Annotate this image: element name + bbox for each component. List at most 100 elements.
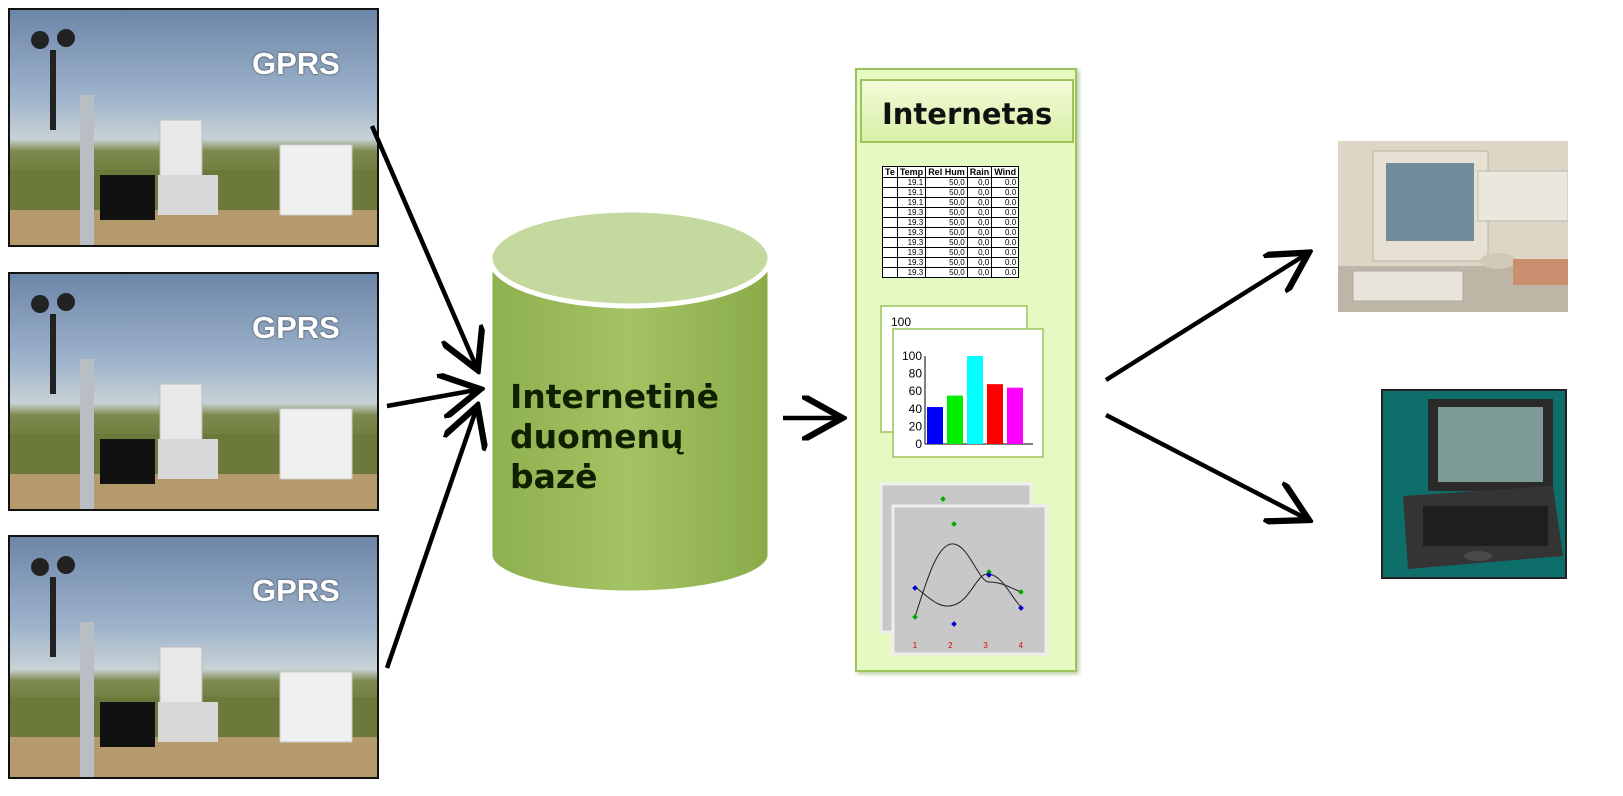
table-cell: 19.3 xyxy=(896,227,927,238)
table-cell: 0,0 xyxy=(966,217,993,228)
bar-y-tick-label: 0 xyxy=(915,437,922,451)
arrow-station2-to-db xyxy=(386,390,476,406)
arrow-station3-to-db xyxy=(384,410,476,669)
weather-station-2: GPRS xyxy=(8,272,379,511)
scatter-point xyxy=(986,569,992,575)
bar xyxy=(967,356,983,444)
table-cell: 0,0 xyxy=(966,197,993,208)
bar-y-tick-label: 60 xyxy=(909,384,923,398)
table-cell: 0,0 xyxy=(966,237,993,248)
scatter-x-tick-label: 1 xyxy=(913,641,918,650)
desktop-computer-photo xyxy=(1338,141,1568,312)
scatter-point xyxy=(986,572,992,578)
table-cell: 50,0 xyxy=(925,187,968,198)
table-cell: 0.0 xyxy=(991,177,1020,188)
scatter-point xyxy=(1018,589,1024,595)
trend-curve-2 xyxy=(914,573,1022,608)
bar xyxy=(987,384,1003,444)
database-label-line1: Internetinė xyxy=(510,377,720,416)
table-header-cell: Temp xyxy=(896,166,927,178)
table-cell xyxy=(882,227,898,238)
scatter-chart-front-card xyxy=(891,504,1048,656)
table-cell: 0.0 xyxy=(991,227,1020,238)
desktop-computer-illustration xyxy=(1338,141,1568,312)
table-cell: 0.0 xyxy=(991,197,1020,208)
bar xyxy=(927,407,943,444)
table-cell xyxy=(882,207,898,218)
weather-station-3: GPRS xyxy=(8,535,379,779)
table-header-cell: Wind xyxy=(991,166,1020,178)
table-cell: 0.0 xyxy=(991,217,1020,228)
table-cell: 0.0 xyxy=(991,267,1020,278)
table-cell: 19.3 xyxy=(896,237,927,248)
table-header-cell: Rain xyxy=(966,166,993,178)
gprs-label: GPRS xyxy=(252,46,340,81)
weather-station-illustration xyxy=(10,29,377,245)
scatter-x-tick-label: 2 xyxy=(948,641,953,650)
table-cell: 50,0 xyxy=(925,237,968,248)
weather-station-illustration xyxy=(10,556,377,777)
table-cell: 50,0 xyxy=(925,177,968,188)
table-cell xyxy=(882,177,898,188)
scatter-x-tick-label: 4 xyxy=(1019,641,1024,650)
bar xyxy=(1007,387,1023,444)
scatter-point xyxy=(951,521,957,527)
database-label: Internetinė duomenų bazė xyxy=(510,377,780,497)
table-cell: 19.3 xyxy=(896,217,927,228)
table-cell: 19.1 xyxy=(896,187,927,198)
table-cell: 0,0 xyxy=(966,247,993,258)
table-cell: 0.0 xyxy=(991,257,1020,268)
scatter-point xyxy=(912,614,918,620)
table-cell: 0,0 xyxy=(966,227,993,238)
gprs-label: GPRS xyxy=(252,310,340,345)
table-cell: 0.0 xyxy=(991,207,1020,218)
panel-title-box: Internetas xyxy=(860,79,1074,143)
weather-station-illustration xyxy=(10,293,377,509)
gprs-label: GPRS xyxy=(252,573,340,608)
table-cell: 19.1 xyxy=(896,197,927,208)
table-cell: 0.0 xyxy=(991,237,1020,248)
bar xyxy=(947,395,963,444)
table-cell: 50,0 xyxy=(925,267,968,278)
bar-y-tick-label: 40 xyxy=(909,402,923,416)
table-cell: 50,0 xyxy=(925,217,968,228)
arrow-internet-to-desktop xyxy=(1104,255,1305,382)
table-cell: 50,0 xyxy=(925,247,968,258)
bar-back-tick: 100 xyxy=(891,315,911,329)
table-cell: 0,0 xyxy=(966,177,993,188)
table-cell: 19.1 xyxy=(896,177,927,188)
weather-station-1: GPRS xyxy=(8,8,379,247)
table-cell: 50,0 xyxy=(925,227,968,238)
table-cell: 0.0 xyxy=(991,247,1020,258)
bar-y-tick-label: 20 xyxy=(909,419,923,433)
table-cell: 19.3 xyxy=(896,267,927,278)
scatter-point xyxy=(1018,605,1024,611)
scatter-point xyxy=(951,621,957,627)
table-cell xyxy=(882,267,898,278)
table-cell xyxy=(882,257,898,268)
panel-title: Internetas xyxy=(882,97,1053,131)
table-cell xyxy=(882,247,898,258)
table-cell xyxy=(882,237,898,248)
scatter-point xyxy=(940,496,946,502)
table-cell: 19.3 xyxy=(896,207,927,218)
table-cell: 50,0 xyxy=(925,207,968,218)
database-label-line2: duomenų bazė xyxy=(510,417,684,496)
table-cell: 0,0 xyxy=(966,187,993,198)
scatter-point xyxy=(912,585,918,591)
table-cell: 19.3 xyxy=(896,257,927,268)
bar-y-tick-label: 100 xyxy=(902,349,922,363)
table-cell xyxy=(882,187,898,198)
laptop-computer-illustration xyxy=(1383,391,1565,577)
